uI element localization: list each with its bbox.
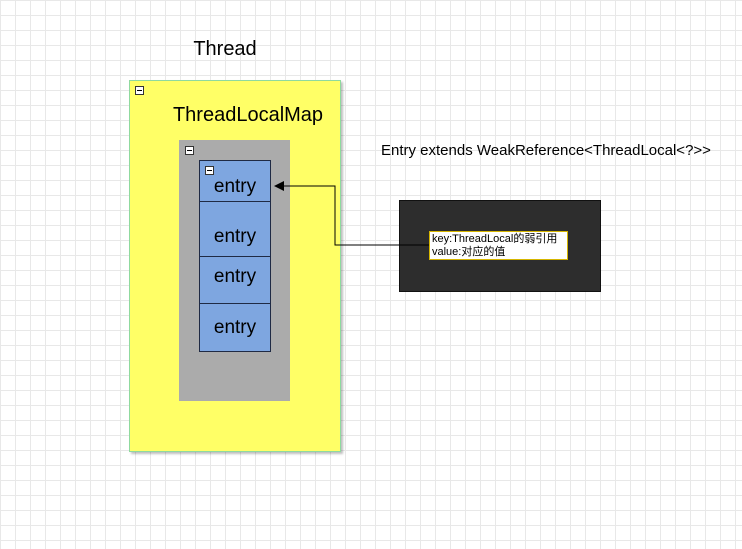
entry-cell[interactable]: entry <box>200 202 270 257</box>
entry-cell[interactable]: entry <box>200 257 270 304</box>
collapse-icon[interactable] <box>135 86 144 95</box>
threadlocalmap-title: ThreadLocalMap <box>172 104 324 126</box>
entry-class-label: Entry extends WeakReference<ThreadLocal<… <box>381 142 711 159</box>
note-line-key: key:ThreadLocal的弱引用 <box>432 233 558 245</box>
collapse-icon[interactable] <box>205 166 214 175</box>
thread-title: Thread <box>193 38 257 60</box>
collapse-icon[interactable] <box>185 146 194 155</box>
entry-table[interactable]: entry entry entry entry <box>199 160 271 352</box>
entry-cell[interactable]: entry <box>200 161 270 202</box>
note-text[interactable]: key:ThreadLocal的弱引用 value:对应的值 <box>429 231 568 260</box>
entry-cell[interactable]: entry <box>213 317 257 338</box>
note-line-value: value:对应的值 <box>432 246 506 258</box>
